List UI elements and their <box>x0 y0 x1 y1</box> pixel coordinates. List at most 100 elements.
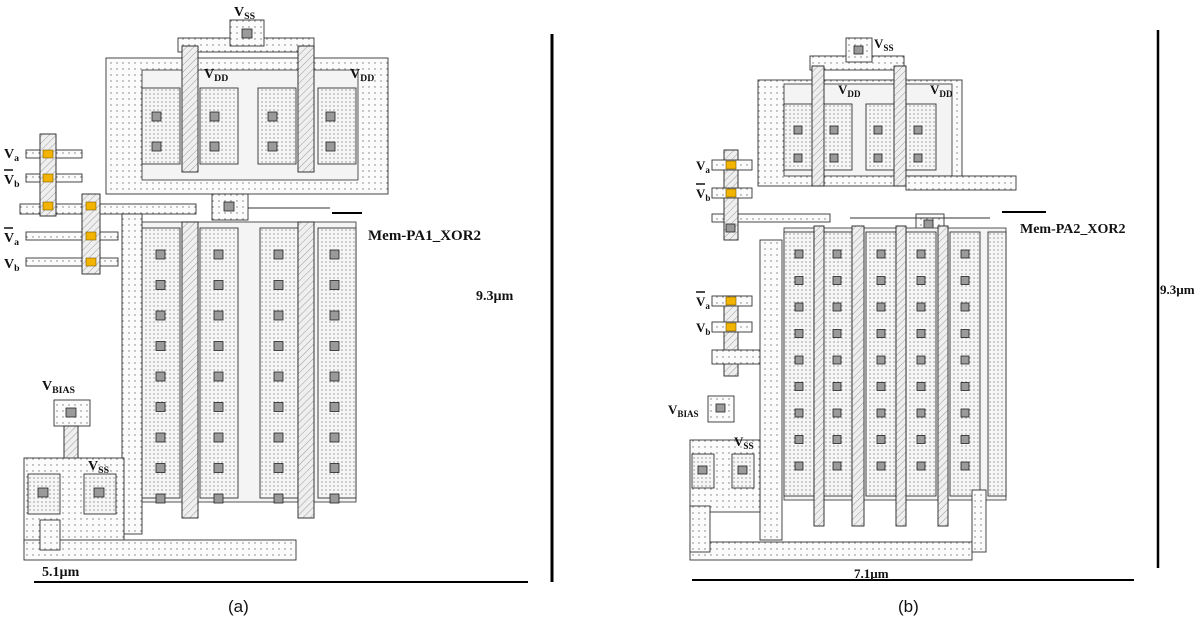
input-gates-a <box>25 133 119 275</box>
contact <box>960 435 970 444</box>
contact <box>832 408 842 418</box>
vss-top-label-b: VSS <box>874 36 894 53</box>
contact <box>213 463 224 473</box>
vdd-outer-label-b: VDD <box>930 82 953 99</box>
contact <box>876 435 886 444</box>
contact <box>960 461 970 471</box>
contact <box>832 249 842 259</box>
device-name-a: Mem-PA1_XOR2 <box>368 228 481 244</box>
contact <box>832 355 842 365</box>
vb-bar-label-a: Vb <box>4 173 20 190</box>
contact <box>329 402 340 412</box>
contact <box>155 280 166 290</box>
contact <box>155 341 166 351</box>
contact <box>329 341 340 351</box>
contact <box>329 249 340 260</box>
contact <box>960 382 970 391</box>
vbias-pad-b <box>707 395 735 423</box>
nmos-contact-grid-a <box>155 249 340 504</box>
vdd-outer-label-a: VDD <box>350 67 374 84</box>
contact <box>916 249 926 259</box>
contact <box>916 408 926 418</box>
contact <box>876 461 886 471</box>
contact <box>329 493 340 504</box>
contact <box>916 302 926 312</box>
va-bar-label-b: Va <box>696 294 710 311</box>
contact <box>794 461 804 471</box>
contact <box>960 249 970 259</box>
contact <box>832 382 842 391</box>
contact <box>960 302 970 312</box>
contact <box>273 493 284 504</box>
contact <box>794 329 804 338</box>
vb-label-b: Vb <box>696 320 710 337</box>
vss-bottom-label-b: VSS <box>734 434 754 451</box>
panel-b: VSS VDD VDD Va Vb Va Vb VBIAS VSS Mem-PA… <box>668 30 1195 616</box>
height-dim-a: 9.3µm <box>476 289 514 304</box>
contact <box>832 302 842 312</box>
contact <box>876 249 886 259</box>
vbias-label-b: VBIAS <box>668 402 699 419</box>
contact <box>213 341 224 351</box>
device-name-b: Mem-PA2_XOR2 <box>1020 222 1126 237</box>
contact <box>273 432 284 443</box>
contact <box>916 355 926 365</box>
contact <box>273 402 284 412</box>
contact <box>329 371 340 382</box>
contact <box>273 463 284 473</box>
contact <box>832 461 842 471</box>
contact <box>876 355 886 365</box>
nmos-contact-grid-b <box>794 249 970 471</box>
contact <box>155 249 166 260</box>
contact <box>273 249 284 260</box>
contact <box>876 302 886 312</box>
vdd-inner-label-a: VDD <box>204 67 228 84</box>
contact <box>213 402 224 412</box>
contact <box>876 408 886 418</box>
contact <box>876 329 886 338</box>
contact <box>155 310 166 321</box>
va-label-b: Va <box>696 158 710 175</box>
contact <box>832 329 842 338</box>
vbias-label-a: VBIAS <box>42 379 76 396</box>
contact <box>794 302 804 312</box>
contact <box>213 310 224 321</box>
ground-rail-a <box>23 539 297 561</box>
va-bar-label-a: Va <box>4 231 19 248</box>
va-label-a: Va <box>4 147 19 164</box>
width-dim-a: 5.1µm <box>42 565 80 580</box>
contact <box>213 432 224 443</box>
contact <box>794 355 804 365</box>
vb-label-a: Vb <box>4 257 20 274</box>
contact <box>213 493 224 504</box>
input-gates-b <box>711 149 769 377</box>
contact <box>329 310 340 321</box>
contact <box>960 355 970 365</box>
contact <box>155 402 166 412</box>
contact <box>155 371 166 382</box>
contact <box>960 329 970 338</box>
contact <box>273 341 284 351</box>
contact <box>794 408 804 418</box>
contact <box>960 276 970 285</box>
contact <box>273 371 284 382</box>
contact <box>273 280 284 290</box>
vss-bottom-label-a: VSS <box>88 459 110 476</box>
contact <box>329 463 340 473</box>
contact <box>916 329 926 338</box>
contact <box>876 276 886 285</box>
contact <box>329 280 340 290</box>
contact <box>916 276 926 285</box>
caption-b: (b) <box>898 597 919 616</box>
caption-a: (a) <box>228 597 249 616</box>
panel-a: VSS VDD VDD Va Vb Va Vb VBIAS VSS Mem-PA… <box>4 5 554 616</box>
contact <box>329 432 340 443</box>
contact <box>794 276 804 285</box>
vdd-inner-label-b: VDD <box>838 82 861 99</box>
contact <box>155 463 166 473</box>
contact <box>794 435 804 444</box>
vb-bar-label-b: Vb <box>696 186 710 203</box>
contact <box>155 432 166 443</box>
contact <box>273 310 284 321</box>
